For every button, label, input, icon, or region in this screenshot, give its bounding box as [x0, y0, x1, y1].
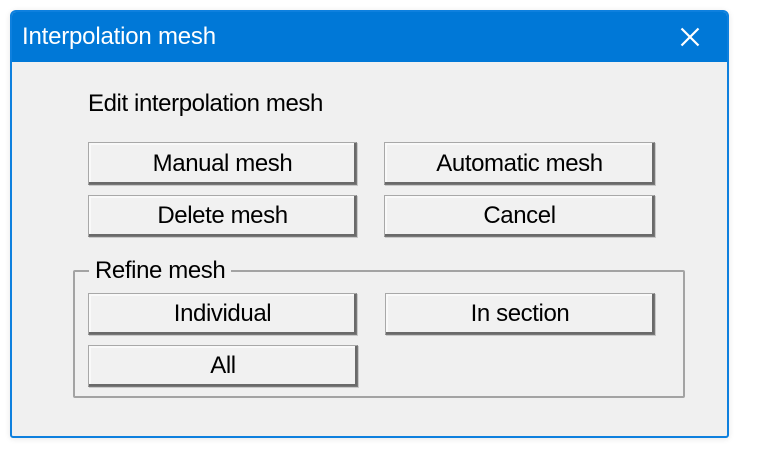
in-section-button[interactable]: In section: [385, 293, 655, 335]
dialog-title: Interpolation mesh: [22, 23, 216, 50]
manual-mesh-button[interactable]: Manual mesh: [88, 142, 357, 185]
individual-button[interactable]: Individual: [88, 293, 357, 335]
close-button[interactable]: [666, 12, 714, 62]
all-button[interactable]: All: [88, 345, 358, 387]
cancel-button[interactable]: Cancel: [384, 195, 655, 237]
automatic-mesh-button[interactable]: Automatic mesh: [384, 142, 655, 185]
close-icon: [680, 27, 700, 47]
delete-mesh-button[interactable]: Delete mesh: [88, 195, 357, 237]
refine-mesh-group-label: Refine mesh: [89, 257, 232, 285]
refine-mesh-group: Refine mesh: [73, 257, 685, 398]
section-label: Edit interpolation mesh: [88, 90, 323, 117]
titlebar[interactable]: Interpolation mesh: [12, 12, 727, 62]
dialog-interpolation-mesh: Interpolation mesh Edit interpolation me…: [10, 10, 729, 438]
